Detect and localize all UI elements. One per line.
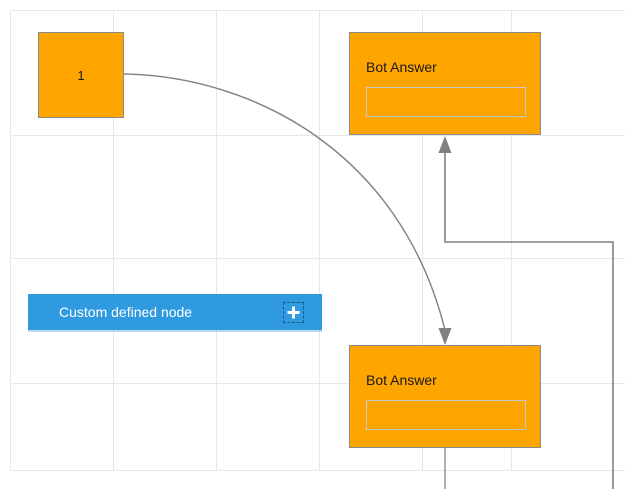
connector-orthogonal-bot-answer-bottom-to-top[interactable] xyxy=(438,136,614,489)
node-bot-answer-bottom[interactable]: Bot Answer xyxy=(349,345,541,448)
custom-defined-node-label: Custom defined node xyxy=(59,304,193,320)
bot-answer-top-slot[interactable] xyxy=(366,87,526,117)
node-bot-answer-top[interactable]: Bot Answer xyxy=(349,32,541,135)
bot-answer-bottom-slot[interactable] xyxy=(366,400,526,430)
bot-answer-bottom-title: Bot Answer xyxy=(366,372,437,388)
connector-curve-node1-to-bot-answer-bottom[interactable] xyxy=(123,73,452,345)
node-1[interactable]: 1 xyxy=(38,32,124,118)
node-1-label: 1 xyxy=(77,67,85,83)
plus-icon[interactable] xyxy=(283,302,304,323)
custom-defined-node-bar[interactable]: Custom defined node xyxy=(28,294,322,330)
bot-answer-top-title: Bot Answer xyxy=(366,59,437,75)
